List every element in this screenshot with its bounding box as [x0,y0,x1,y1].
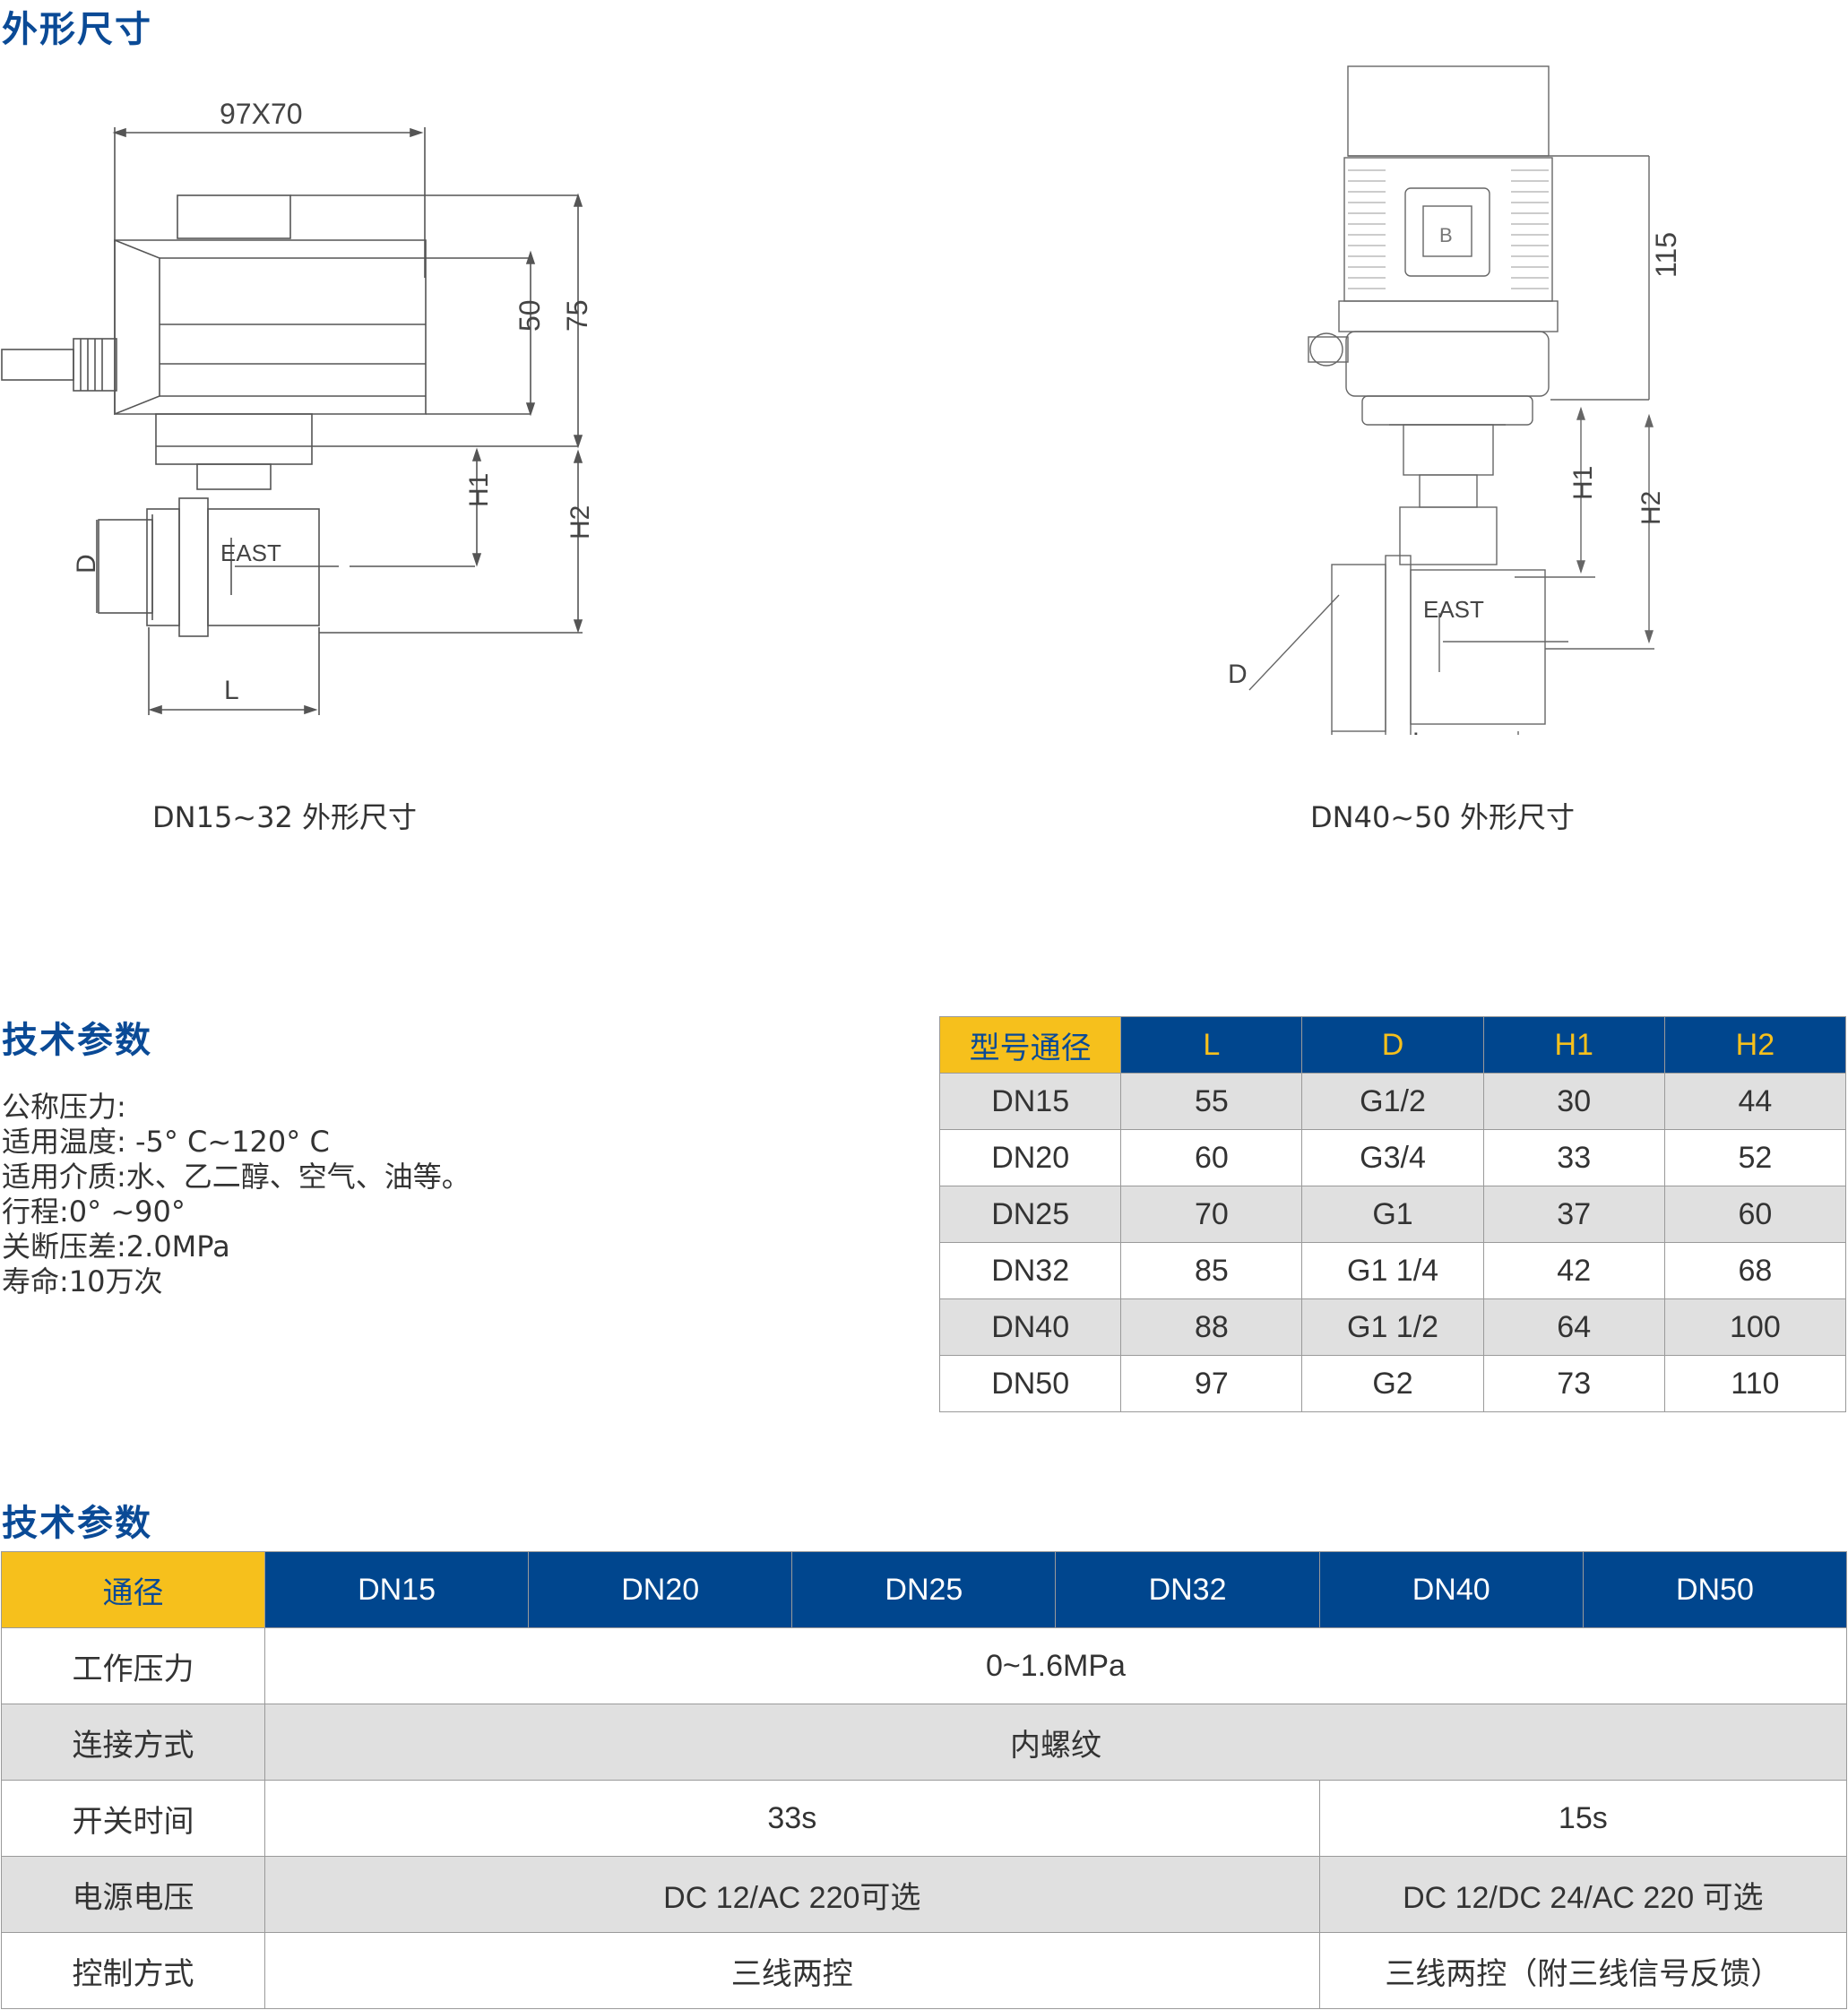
param-stroke: 行程:0° ~90° [2,1195,186,1229]
drawing-dn15-32: 97X70 EAST D [0,90,627,735]
col-header-dn32: DN32 [1055,1551,1320,1628]
col-header-dn20: DN20 [528,1551,793,1628]
table-cell: 33 [1482,1129,1665,1186]
param-temperature: 适用温度: -5° C~120° C [2,1125,330,1159]
col-header-model: 型号通径 [938,1016,1122,1074]
switch-time-large: 15s [1318,1780,1848,1857]
right-dim-l: L [1412,728,1428,735]
table-row: DN15 55 G1/2 30 44 [938,1073,1847,1130]
col-header-dn50: DN50 [1582,1551,1848,1628]
control-small: 三线两控 [263,1932,1320,2009]
table-cell: 88 [1120,1298,1303,1356]
table-row: 工作压力 0~1.6MPa [1,1627,1848,1704]
param-shutoff-pressure: 关断压差:2.0MPa [2,1229,230,1264]
table-row: DN40 88 G1 1/2 64 100 [938,1298,1847,1356]
col-header-d: D [1301,1016,1484,1074]
col-header-dn40: DN40 [1318,1551,1584,1628]
table-cell: DN20 [938,1129,1122,1186]
col-header-dn25: DN25 [791,1551,1057,1628]
table-cell: 42 [1482,1242,1665,1299]
table-row: 控制方式 三线两控 三线两控（附三线信号反馈） [1,1932,1848,2009]
params-list: 公称压力: 适用温度: -5° C~120° C 适用介质:水、乙二醇、空气、油… [2,1090,471,1299]
section-title-dimensions: 外形尺寸 [2,9,152,50]
table-cell: DN32 [938,1242,1122,1299]
table-cell: 97 [1120,1355,1303,1412]
table-cell: 73 [1482,1355,1665,1412]
row-label-control: 控制方式 [1,1932,265,2009]
left-dim-h1: H1 [464,473,494,507]
table-row: DN25 70 G1 37 60 [938,1186,1847,1243]
right-body-label: EAST [1423,596,1484,623]
caption-dn40-50: DN40~50 外形尺寸 [1310,800,1576,834]
row-label-pressure: 工作压力 [1,1627,265,1704]
table-cell: 64 [1482,1298,1665,1356]
col-header-l: L [1120,1016,1303,1074]
param-medium: 适用介质:水、乙二醇、空气、油等。 [2,1160,471,1194]
left-dim-h2: H2 [566,505,595,539]
left-dim-d: D [72,554,101,574]
caption-dn15-32: DN15~32 外形尺寸 [152,800,418,834]
col-header-dn15: DN15 [263,1551,530,1628]
table-cell: G1 [1301,1186,1484,1243]
dim-width-label: 97X70 [220,98,303,130]
table-cell: DN50 [938,1355,1122,1412]
table-header-row: 型号通径 L D H1 H2 [938,1016,1847,1074]
table-row: DN32 85 G1 1/4 42 68 [938,1242,1847,1299]
table-cell: G3/4 [1301,1129,1484,1186]
right-dim-d: D [1228,660,1248,689]
dimensions-table: 型号通径 L D H1 H2 DN15 55 G1/2 30 44 DN20 6… [938,1016,1847,1412]
left-body-label: EAST [220,539,281,566]
row-label-power: 电源电压 [1,1856,265,1933]
control-large: 三线两控（附三线信号反馈） [1318,1932,1848,2009]
param-nominal-pressure: 公称压力: [2,1090,126,1124]
table-cell: DN15 [938,1073,1122,1130]
table-row: 开关时间 33s 15s [1,1780,1848,1857]
dim-50-label: 50 [514,299,546,332]
table-cell: 110 [1663,1355,1847,1412]
table-cell: 60 [1120,1129,1303,1186]
table-row: DN20 60 G3/4 33 52 [938,1129,1847,1186]
col-header-h2: H2 [1663,1016,1847,1074]
table-cell: DN25 [938,1186,1122,1243]
table-cell: 100 [1663,1298,1847,1356]
col-header-size: 通径 [1,1551,265,1628]
power-small: DC 12/AC 220可选 [263,1856,1320,1933]
table-cell: G1/2 [1301,1073,1484,1130]
table-cell: G1 1/2 [1301,1298,1484,1356]
right-dim-h2: H2 [1636,491,1666,525]
table-cell: 70 [1120,1186,1303,1243]
col-header-h1: H1 [1482,1016,1665,1074]
table-cell: DN40 [938,1298,1122,1356]
pressure-value: 0~1.6MPa [263,1627,1848,1704]
table-cell: 55 [1120,1073,1303,1130]
table-cell: G1 1/4 [1301,1242,1484,1299]
table-row: DN50 97 G2 73 110 [938,1355,1847,1412]
left-dim-l: L [224,676,239,705]
row-label-switch-time: 开关时间 [1,1780,265,1857]
dim-115-label: 115 [1650,232,1682,278]
table-row: 电源电压 DC 12/AC 220可选 DC 12/DC 24/AC 220 可… [1,1856,1848,1933]
table-cell: 52 [1663,1129,1847,1186]
table-cell: 68 [1663,1242,1847,1299]
section-title-tech-params-2: 技术参数 [2,1503,152,1544]
dim-75-label: 75 [561,299,593,332]
param-lifetime: 寿命:10万次 [2,1264,163,1298]
table-cell: 85 [1120,1242,1303,1299]
right-dim-h1: H1 [1568,466,1598,500]
table-header-row: 通径 DN15 DN20 DN25 DN32 DN40 DN50 [1,1551,1848,1628]
table-cell: G2 [1301,1355,1484,1412]
switch-time-small: 33s [263,1780,1320,1857]
table-cell: 37 [1482,1186,1665,1243]
svg-text:B: B [1439,224,1453,246]
power-large: DC 12/DC 24/AC 220 可选 [1318,1856,1848,1933]
connection-value: 内螺纹 [263,1704,1848,1781]
drawing-dn40-50: B EAST D L 115 H1 [1228,54,1694,735]
row-label-connection: 连接方式 [1,1704,265,1781]
table-cell: 44 [1663,1073,1847,1130]
table-cell: 60 [1663,1186,1847,1243]
section-title-tech-params: 技术参数 [2,1020,152,1061]
table-row: 连接方式 内螺纹 [1,1704,1848,1781]
table-cell: 30 [1482,1073,1665,1130]
spec-table: 通径 DN15 DN20 DN25 DN32 DN40 DN50 工作压力 0~… [1,1551,1848,2009]
